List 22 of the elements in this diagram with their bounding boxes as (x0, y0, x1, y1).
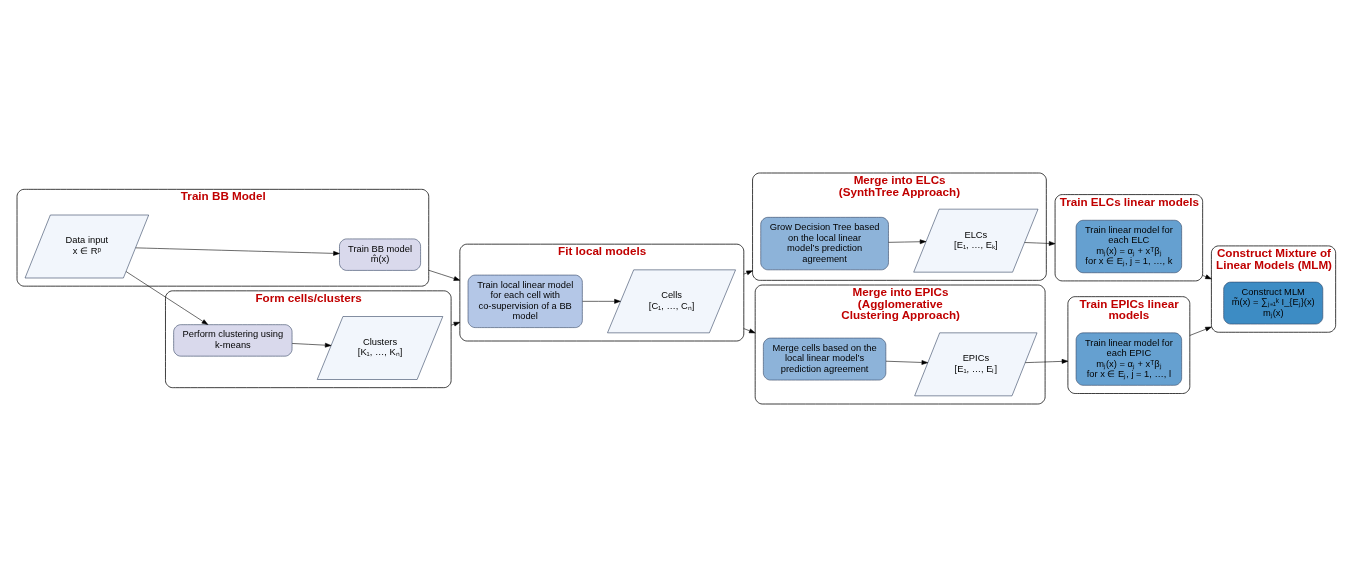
node-box: Construct MLM m̃(x) = ∑ⱼ₌₁ᵏ I_{Eⱼ}(x) mⱼ(x) (1223, 281, 1324, 325)
arrow (1189, 326, 1212, 336)
node-box: Train local linear model for each cell with co-supervision of a BB model (467, 274, 583, 328)
arrow (428, 269, 461, 281)
arrow (885, 360, 928, 365)
arrow (743, 328, 756, 334)
node-box: Grow Decision Tree based on the local linear model’s prediction agreement (760, 217, 889, 271)
arrow (291, 342, 332, 348)
arrow (1024, 241, 1056, 246)
node-box: Perform clustering using k-means (173, 324, 293, 357)
arrow (125, 271, 209, 325)
node-box: Train BB model m̂(x) (339, 238, 421, 271)
arrow (743, 270, 753, 276)
node-box: Train linear model for each EPIC mⱼ(x) = αⱼ + xᵀβⱼ for x ∈ Eⱼ, j = 1, …, l (1075, 332, 1182, 386)
arrow (888, 239, 927, 245)
arrow (1025, 359, 1069, 364)
arrow (450, 321, 461, 327)
arrow (135, 247, 340, 256)
node-box: Merge cells based on the local linear model’s prediction agreement (763, 337, 887, 381)
arrow (1202, 274, 1212, 280)
node-box: Train linear model for each ELC mⱼ(x) = αⱼ + xᵀβⱼ for x ∈ Eⱼ, j = 1, …, k (1075, 219, 1182, 274)
arrow (582, 299, 621, 304)
